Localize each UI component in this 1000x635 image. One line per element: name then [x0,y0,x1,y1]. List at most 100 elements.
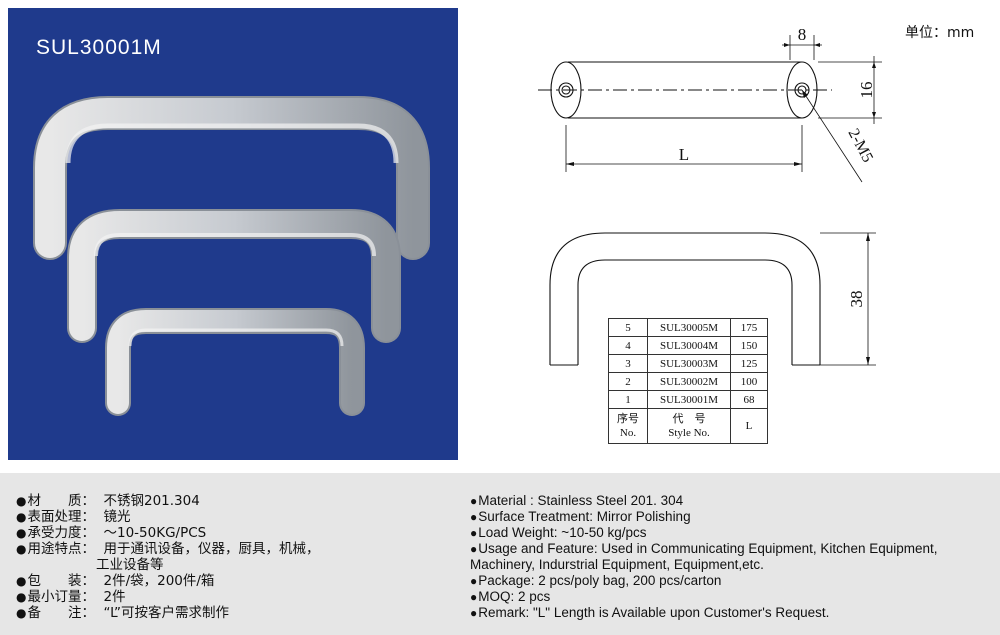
spec-item-en: ●Remark: "L" Length is Available upon Cu… [470,605,995,621]
spec-list-en: ●Material : Stainless Steel 201. 304●Sur… [470,493,995,621]
table-header-no-line: 序号 [617,413,639,425]
table-cell-no: 1 [608,390,648,409]
dim-width-label: 8 [798,25,807,44]
bullet-icon: ● [16,542,27,556]
spec-value-en: Package: 2 pcs/poly bag, 200 pcs/carton [478,573,722,588]
bullet-icon: ● [470,590,478,604]
spec-label-cn: 备 注： [27,605,95,621]
side-view-arrows [866,233,870,365]
table-cell-style: SUL30002M [647,372,731,391]
spec-value-en: Material : Stainless Steel 201. 304 [478,493,684,508]
spec-item-en: ●Package: 2 pcs/poly bag, 200 pcs/carton [470,573,995,589]
table-cell-style: SUL30004M [647,336,731,355]
spec-value-cn: 2件/袋，200件/箱 [103,573,215,589]
spec-item-cn: ●表面处理： 镜光 [16,509,319,525]
bullet-icon: ● [16,510,27,524]
bullet-icon: ● [470,574,478,588]
spec-value-cn: 镜光 [103,509,131,525]
medium-handle [67,209,401,343]
spec-value-cn: “L”可按客户需求制作 [103,605,230,621]
spec-item-cn: ●备 注： “L”可按客户需求制作 [16,605,319,621]
bullet-icon: ● [470,510,478,524]
spec-panel: ●材 质：不锈钢201.304●表面处理：镜光●承受力度：～10-50KG/PC… [0,473,1000,635]
dim-height-label: 16 [857,82,876,99]
table-cell-style: SUL30001M [647,390,731,409]
spec-label-cn: 最小订量： [27,589,95,605]
table-cell-style: SUL30005M [647,318,731,337]
table-header-style-line: 代 号 [672,413,706,425]
spec-item-cn: 工业设备等 [16,557,319,573]
table-cell-l: 68 [730,390,768,409]
spec-value-cn: 不锈钢201.304 [103,493,200,509]
bullet-icon: ● [16,526,27,540]
spec-value-en: Remark: "L" Length is Available upon Cus… [478,605,830,620]
table-cell-l: 125 [730,354,768,373]
spec-item-cn: ●包 装： 2件/袋，200件/箱 [16,573,319,589]
table-cell-l: 100 [730,372,768,391]
spec-label-cn: 用途特点： [27,541,95,557]
table-header-row: 序号 No. 代 号 Style No. L [608,408,768,444]
spec-value-cn: 工业设备等 [96,557,164,573]
spec-value-en: Load Weight: ~10-50 kg/pcs [478,525,647,540]
side-view [549,232,876,366]
unit-label: 单位：mm [905,25,975,41]
spec-label-cn: 表面处理： [27,509,95,525]
small-handle [105,308,365,416]
top-view [538,35,882,183]
table-cell-no: 5 [608,318,648,337]
dim-thread-label: 2-M5 [844,126,876,165]
dimension-arrows [566,43,876,166]
spec-item-cn: ●用途特点： 用于通讯设备，仪器，厨具，机械， [16,541,319,557]
table-cell-no: 4 [608,336,648,355]
spec-value-cn: ～10-50KG/PCS [103,525,207,541]
spec-label-cn: 材 质： [27,493,95,509]
spec-value-cn: 2件 [103,589,126,605]
spec-value-en: Usage and Feature: Used in Communicating… [470,541,938,572]
handles-illustration [33,96,430,416]
bullet-icon: ● [470,542,478,556]
bullet-icon: ● [16,574,27,588]
table-cell-no: 2 [608,372,648,391]
product-model-title: SUL30001M [36,36,162,59]
table-cell-style: SUL30003M [647,354,731,373]
bullet-icon: ● [16,494,27,508]
spec-item-en: ●Usage and Feature: Used in Communicatin… [470,541,995,573]
spec-item-cn: ●最小订量： 2件 [16,589,319,605]
spec-label-cn: 包 装： [27,573,95,589]
spec-item-en: ●Load Weight: ~10-50 kg/pcs [470,525,995,541]
spec-value-en: Surface Treatment: Mirror Polishing [478,509,691,524]
spec-item-en: ●Material : Stainless Steel 201. 304 [470,493,995,509]
spec-value-cn: 用于通讯设备，仪器，厨具，机械， [103,541,320,557]
table-header-no-line: No. [619,427,637,439]
dim-length-label: L [679,145,689,164]
bullet-icon: ● [470,526,478,540]
table-header-style-line: Style No. [668,427,710,439]
spec-label-cn: 承受力度： [27,525,95,541]
bullet-icon: ● [470,494,478,508]
spec-list-cn: ●材 质：不锈钢201.304●表面处理：镜光●承受力度：～10-50KG/PC… [16,493,319,621]
bullet-icon: ● [16,606,27,620]
bullet-icon: ● [16,590,27,604]
table-header-style: 代 号 Style No. [647,408,731,444]
table-cell-l: 150 [730,336,768,355]
spec-item-cn: ●承受力度： ～10-50KG/PCS [16,525,319,541]
bullet-icon: ● [470,606,478,620]
table-cell-no: 3 [608,354,648,373]
table-cell-l: 175 [730,318,768,337]
spec-value-en: MOQ: 2 pcs [478,589,551,604]
spec-item-en: ●MOQ: 2 pcs [470,589,995,605]
table-header-l: L [730,408,768,444]
technical-drawing: 8 16 L 2-M5 38 [538,25,882,366]
large-handle [33,96,430,260]
spec-item-cn: ●材 质： 不锈钢201.304 [16,493,319,509]
product-photo-panel: SUL30001M [8,8,458,460]
dim-depth-label: 38 [847,291,866,308]
spec-item-en: ●Surface Treatment: Mirror Polishing [470,509,995,525]
table-header-no: 序号 No. [608,408,648,444]
